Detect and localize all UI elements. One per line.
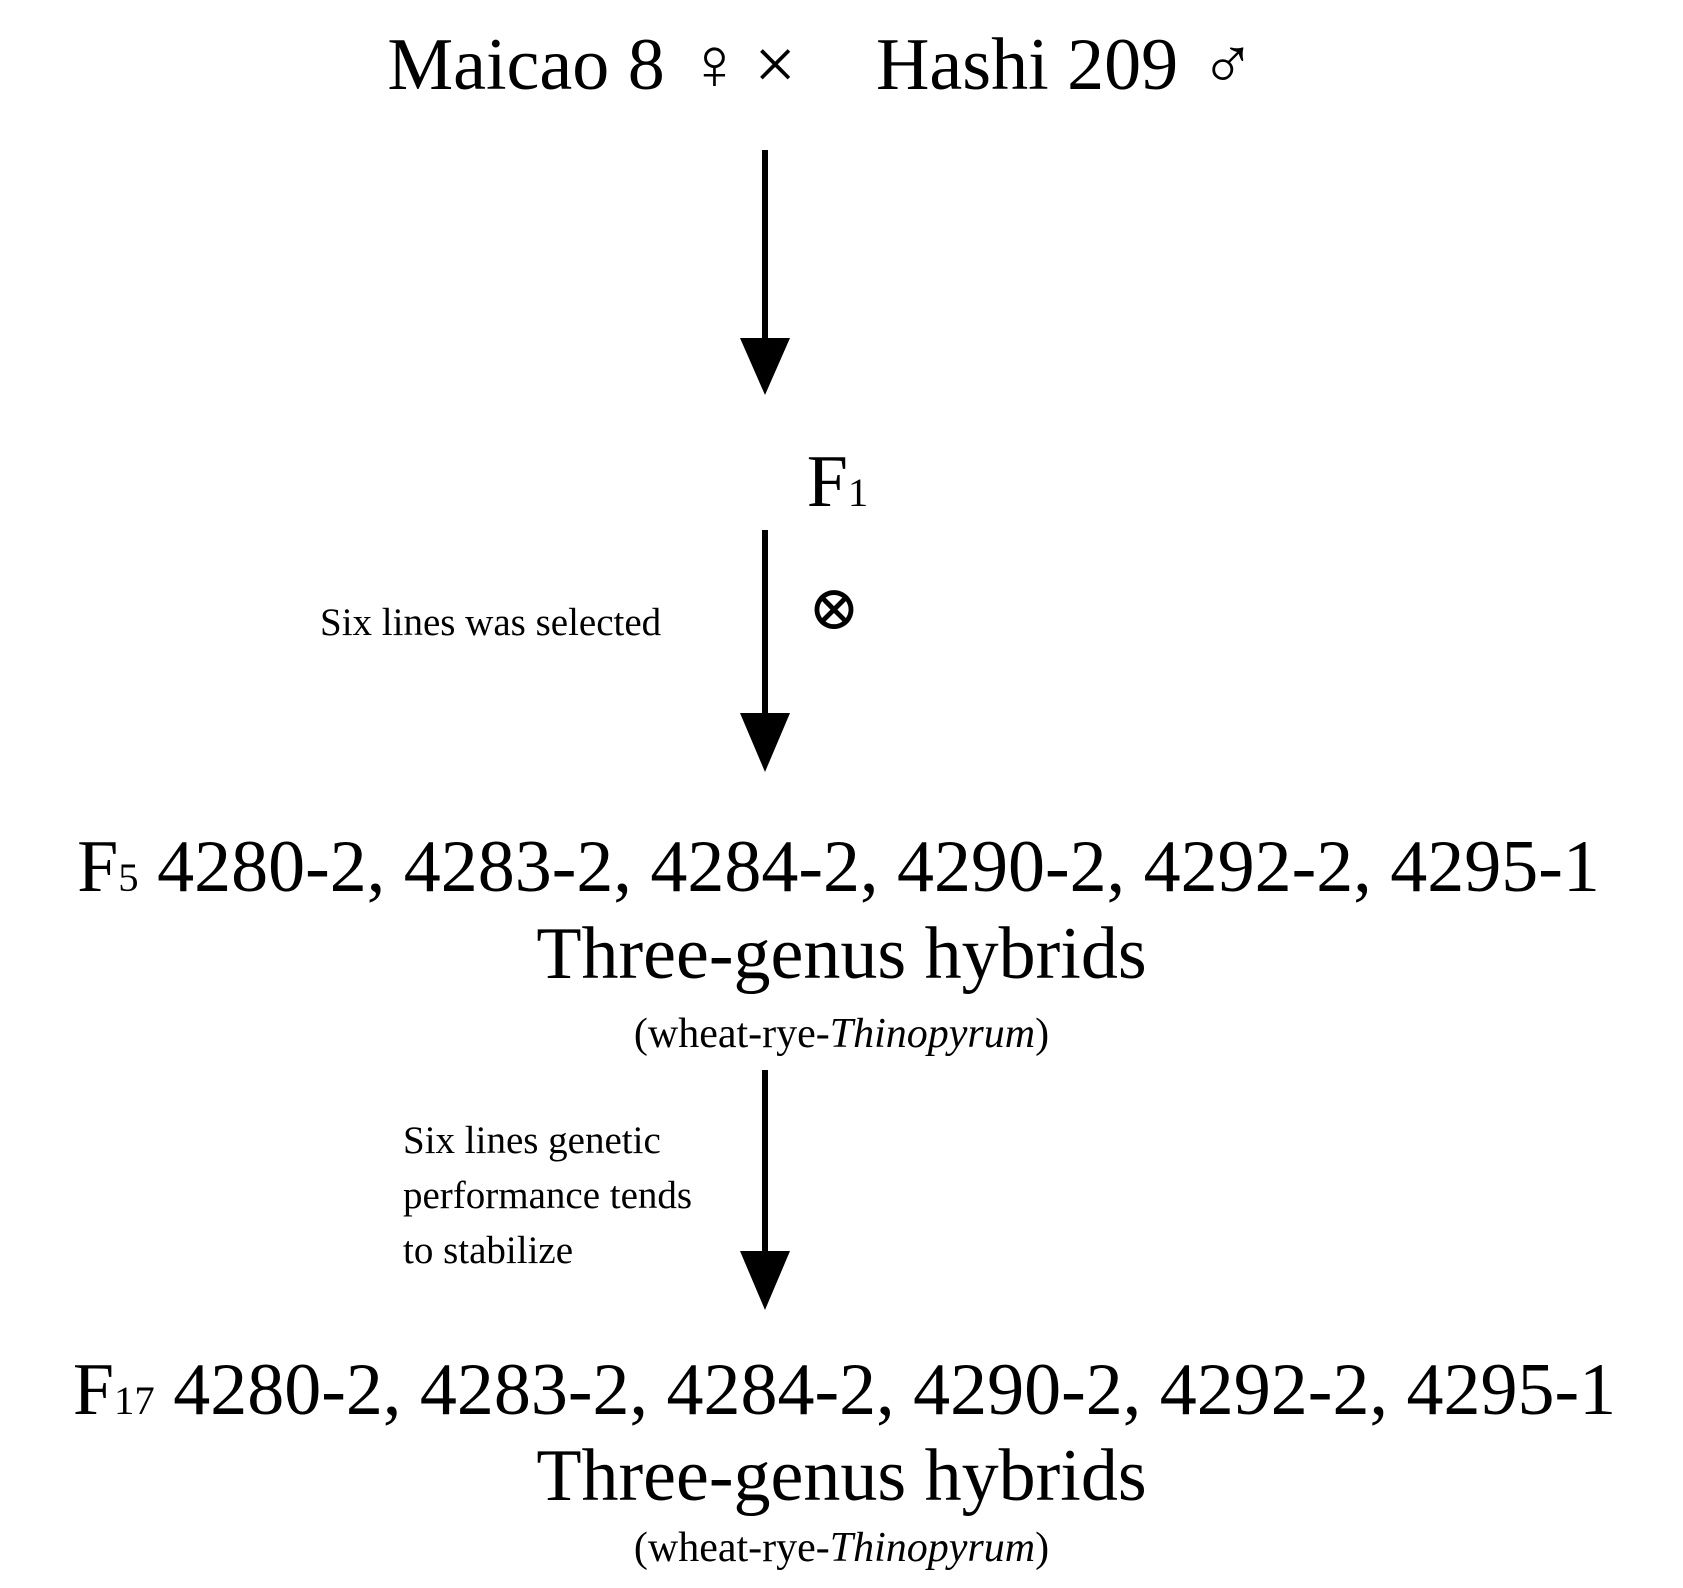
f5-desc-genus: Thinopyrum [829, 1011, 1036, 1057]
f1-gen-number: 1 [847, 470, 869, 515]
arrow-f5-to-f17 [740, 1070, 790, 1310]
stabilize-note-line: Six lines genetic [403, 1119, 661, 1162]
f1-gen-letter: F [806, 441, 848, 523]
f17-gen-letter: F [72, 1349, 115, 1431]
stabilize-note-line: performance tends [403, 1174, 693, 1217]
selfing-icon: ⊗ [808, 575, 860, 643]
female-parent: Maicao 8 [387, 24, 665, 106]
f5-gen-letter: F [77, 826, 119, 908]
f17-desc-genus: Thinopyrum [829, 1525, 1036, 1571]
arrow-f1-to-f5 [740, 530, 790, 772]
f5-hybrid-description: (wheat-rye-Thinopyrum) [0, 1013, 1683, 1055]
male-parent: Hashi 209 [875, 24, 1179, 106]
f5-desc-prefix: (wheat-rye- [633, 1011, 830, 1057]
f17-line-list: 4280-2, 4283-2, 4284-2, 4290-2, 4292-2, … [173, 1349, 1617, 1431]
cross-symbol-icon: × [754, 24, 796, 106]
female-symbol-icon: ♀ [686, 24, 743, 106]
f17-hybrid-title: Three-genus hybrids [536, 1435, 1147, 1517]
arrow-cross-to-f1 [740, 150, 790, 395]
f5-line-list: 4280-2, 4283-2, 4284-2, 4290-2, 4292-2, … [157, 826, 1600, 908]
male-symbol-icon: ♂ [1200, 24, 1256, 106]
f17-desc-suffix: ) [1035, 1525, 1050, 1571]
f17-lines: F17 4280-2, 4283-2, 4284-2, 4290-2, 4292… [3, 1353, 1683, 1427]
f1-generation: F1 [0, 445, 1679, 519]
f17-gen-number: 17 [114, 1378, 155, 1423]
f5-gen-number: 5 [118, 855, 139, 900]
selection-note: Six lines was selected [320, 601, 662, 644]
f17-hybrid-description: (wheat-rye-Thinopyrum) [0, 1527, 1683, 1569]
stabilize-note: Six lines genetic performance tends to s… [403, 1113, 692, 1278]
stabilize-note-line: to stabilize [403, 1229, 574, 1272]
f17-desc-prefix: (wheat-rye- [633, 1525, 830, 1571]
parental-cross: Maicao 8♀×Hashi 209♂ [0, 28, 1663, 102]
f5-desc-suffix: ) [1035, 1011, 1050, 1057]
f5-lines: F5 4280-2, 4283-2, 4284-2, 4290-2, 4292-… [0, 830, 1680, 904]
f5-hybrid-title: Three-genus hybrids [536, 913, 1147, 995]
